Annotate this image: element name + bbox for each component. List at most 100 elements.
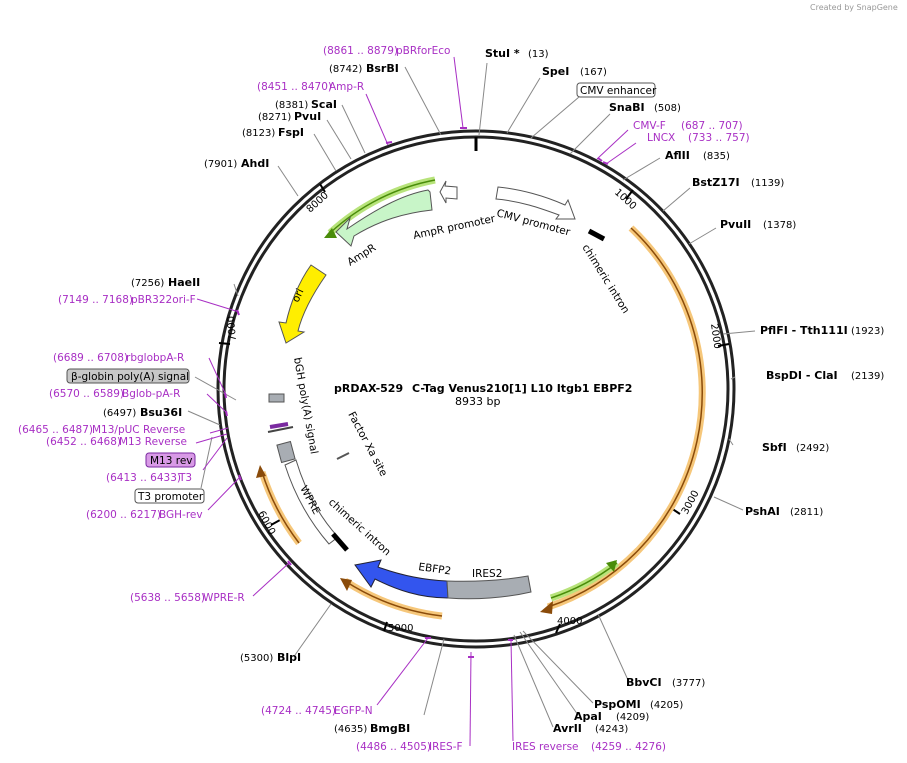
primer: (687 .. 707) CMV-F bbox=[633, 120, 743, 132]
site-name: SbfI bbox=[762, 441, 787, 454]
restriction-site: PvuI(8271) bbox=[258, 110, 321, 123]
tick-label: 7000 bbox=[226, 315, 239, 341]
tick-marks bbox=[218, 183, 730, 634]
site-name: AhdI bbox=[241, 157, 269, 170]
primer: (5638 .. 5658)WPRE-R bbox=[130, 592, 245, 604]
primer-range: (6570 .. 6589) bbox=[49, 388, 124, 400]
site-name: PspOMI bbox=[594, 698, 641, 711]
primer-range: (4724 .. 4745) bbox=[261, 705, 336, 717]
primer-range: (6413 .. 6433) bbox=[106, 472, 181, 484]
site-position: (1139) bbox=[751, 178, 784, 189]
primer-name: rbglobpA-R bbox=[126, 352, 184, 364]
ori-label: ori bbox=[290, 287, 307, 304]
restriction-site: SpeI (167) bbox=[542, 65, 607, 78]
t3-promoter-label: T3 promoter bbox=[137, 491, 204, 503]
primer-range: (687 .. 707) bbox=[681, 120, 743, 132]
orf-arc-right-line bbox=[547, 227, 703, 608]
features bbox=[267, 180, 606, 600]
primer-name: BGH-rev bbox=[159, 509, 203, 521]
primer: (6465 .. 6487)M13/pUC Reverse bbox=[18, 424, 185, 436]
chimeric-intron-marker bbox=[587, 228, 606, 242]
primer-name: T3 bbox=[178, 472, 192, 484]
m13-feature-line-2 bbox=[269, 422, 289, 429]
green-arrowhead bbox=[324, 228, 337, 238]
primer-range: (6200 .. 6217) bbox=[86, 509, 161, 521]
site-position: (3777) bbox=[672, 678, 705, 689]
primer-name: IRES-F bbox=[429, 741, 463, 753]
restriction-site: BstZ17I(1139) bbox=[692, 176, 784, 189]
tick-label: 1000 bbox=[612, 187, 638, 212]
primer-range: (4259 .. 4276) bbox=[591, 741, 666, 753]
orf-arrowheads bbox=[256, 228, 617, 614]
site-name: SpeI bbox=[542, 65, 569, 78]
primer-range: (733 .. 757) bbox=[688, 132, 750, 144]
chimeric-intron-label-2: chimeric intron bbox=[326, 496, 393, 558]
restriction-site: ApaI(4209) bbox=[574, 710, 649, 723]
orf-arc-bottom-line bbox=[344, 580, 443, 617]
site-position: (7256) bbox=[131, 278, 164, 289]
primer-range: (4486 .. 4505) bbox=[356, 741, 431, 753]
site-name: AvrII bbox=[553, 722, 582, 735]
primer: (6452 .. 6468)M13 Reverse bbox=[46, 436, 187, 448]
plasmid-length: 8933 bp bbox=[455, 395, 500, 408]
cmv-promoter-arrow bbox=[495, 186, 576, 220]
factor-xa-line bbox=[336, 452, 350, 460]
primer-name: WPRE-R bbox=[203, 592, 245, 604]
site-position: (8271) bbox=[258, 112, 291, 123]
site-name: SnaBI bbox=[609, 101, 645, 114]
site-position: (508) bbox=[654, 103, 681, 114]
site-position: (1378) bbox=[763, 220, 796, 231]
ires2-box bbox=[446, 575, 532, 600]
site-position: (13) bbox=[528, 49, 549, 60]
site-position: (167) bbox=[580, 67, 607, 78]
primer-range: (8451 .. 8470) bbox=[257, 81, 332, 93]
site-name: BspDI - ClaI bbox=[766, 369, 838, 382]
restriction-site: BspDI - ClaI(2139) bbox=[766, 369, 884, 382]
plasmid-name: pRDAX-529 bbox=[334, 382, 403, 395]
m13-rev-label: M13 rev bbox=[150, 455, 193, 467]
restriction-site: PflFI - Tth111I(1923) bbox=[760, 324, 884, 337]
construct-name: C-Tag Venus210[1] L10 Itgb1 EBPF2 bbox=[412, 382, 632, 395]
restriction-site: Bsu36I (6497) bbox=[103, 406, 182, 419]
orf-arrowhead bbox=[540, 601, 553, 614]
leader-lines bbox=[187, 62, 756, 728]
site-position: (8742) bbox=[329, 64, 362, 75]
site-position: (1923) bbox=[851, 326, 884, 337]
tick-label: 5000 bbox=[388, 623, 413, 634]
primer-name: CMV-F bbox=[633, 120, 666, 132]
restriction-site: SnaBI (508) bbox=[609, 101, 681, 114]
orf-arrowhead bbox=[256, 465, 266, 478]
small-gray-box bbox=[276, 440, 296, 464]
primer-range: (6465 .. 6487) bbox=[18, 424, 93, 436]
site-position: (6497) bbox=[103, 408, 136, 419]
primer-name: M13/pUC Reverse bbox=[92, 424, 185, 436]
ebfp2-label: EBFP2 bbox=[418, 561, 452, 577]
green-arrowhead bbox=[606, 560, 617, 572]
primer-name: IRES reverse bbox=[512, 741, 579, 753]
restriction-site: PvuII(1378) bbox=[720, 218, 796, 231]
cmv-enhancer-box bbox=[576, 82, 656, 98]
site-name: ApaI bbox=[574, 710, 602, 723]
restriction-site: BmgBI(4635) bbox=[334, 722, 410, 735]
primer-range: (8861 .. 8879) bbox=[323, 45, 398, 57]
primer: (8451 .. 8470)Amp-R bbox=[257, 81, 364, 93]
site-name: Bsu36I bbox=[140, 406, 182, 419]
primer-name: pBR322ori-F bbox=[131, 294, 196, 306]
m13-rev-box bbox=[145, 452, 196, 468]
ires2-label: IRES2 bbox=[472, 568, 502, 580]
site-position: (2492) bbox=[796, 443, 829, 454]
primer: (6200 .. 6217)BGH-rev bbox=[86, 509, 203, 521]
site-name: ScaI bbox=[311, 98, 337, 111]
primer: (4724 .. 4745)EGFP-N bbox=[261, 705, 373, 717]
site-position: (4635) bbox=[334, 724, 367, 735]
site-position: (4243) bbox=[595, 724, 628, 735]
primer: (6413 .. 6433)T3 bbox=[106, 472, 192, 484]
chimeric-intron-bar bbox=[331, 532, 349, 552]
bgh-polya-label: bGH poly(A) signal bbox=[291, 356, 320, 455]
primer: (8861 .. 8879)pBRforEco bbox=[323, 45, 450, 57]
ampr-promoter-arrow bbox=[439, 180, 458, 204]
restriction-site: BsrBI(8742) bbox=[329, 62, 399, 75]
primer-range: (6689 .. 6708) bbox=[53, 352, 128, 364]
primer-range: (5638 .. 5658) bbox=[130, 592, 205, 604]
